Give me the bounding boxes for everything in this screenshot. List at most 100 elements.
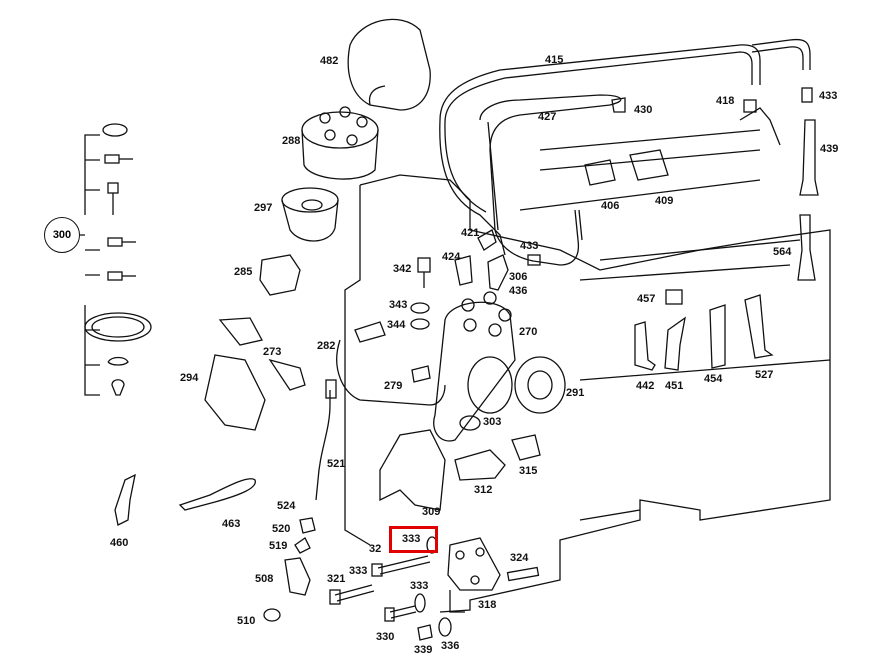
label-288: 288	[282, 135, 301, 147]
part-315	[511, 434, 541, 461]
label-333-lower: 333	[410, 580, 429, 592]
washer-344	[410, 318, 430, 330]
label-510: 510	[237, 615, 256, 627]
part-442	[634, 321, 656, 371]
label-415: 415	[545, 54, 564, 66]
washer-343	[410, 302, 430, 314]
label-433-mid: 433	[520, 240, 539, 252]
label-439: 439	[820, 143, 839, 155]
label-273: 273	[263, 346, 282, 358]
label-418: 418	[716, 95, 735, 107]
part-294	[204, 317, 266, 431]
label-282: 282	[317, 340, 336, 352]
label-508: 508	[255, 573, 274, 585]
distributor-270	[433, 301, 516, 442]
part-457	[665, 289, 683, 305]
label-343: 343	[389, 299, 408, 311]
label-454: 454	[704, 373, 723, 385]
cable-tie-463	[178, 478, 256, 511]
label-463: 463	[222, 518, 241, 530]
label-294: 294	[180, 372, 199, 384]
part-285	[259, 254, 301, 296]
tube-427	[479, 94, 622, 266]
part-279	[411, 365, 431, 383]
label-442: 442	[636, 380, 655, 392]
part-527	[744, 294, 774, 359]
label-324: 324	[510, 552, 529, 564]
part-454	[709, 304, 726, 369]
label-519: 519	[269, 540, 288, 552]
part-433-right	[801, 87, 813, 103]
label-520: 520	[272, 523, 291, 535]
washer-336	[438, 617, 452, 637]
cap-482	[347, 18, 431, 111]
clip-460	[114, 473, 136, 526]
label-424: 424	[442, 251, 461, 263]
part-564	[797, 214, 816, 281]
label-436: 436	[509, 285, 528, 297]
cap-288	[301, 111, 379, 149]
stud-324	[506, 566, 540, 582]
part-312	[454, 449, 506, 481]
part-409	[629, 149, 669, 181]
label-333-bolt: 333	[349, 565, 368, 577]
part-418	[743, 99, 757, 113]
label-303: 303	[483, 416, 502, 428]
label-564: 564	[773, 246, 792, 258]
part-508	[284, 557, 311, 596]
part-430	[611, 97, 626, 113]
label-342: 342	[393, 263, 412, 275]
housing-309	[379, 429, 446, 511]
label-482: 482	[320, 55, 339, 67]
label-427: 427	[538, 111, 557, 123]
part-306	[487, 254, 509, 291]
label-312: 312	[474, 484, 493, 496]
label-344: 344	[387, 319, 406, 331]
wire-282	[336, 339, 446, 406]
part-451	[664, 316, 686, 371]
part-520	[299, 517, 316, 534]
part-406	[584, 159, 616, 186]
nut-339	[417, 624, 433, 641]
part-519	[294, 537, 311, 554]
group-badge-300[interactable]: 300	[44, 217, 80, 253]
part-342	[417, 257, 431, 273]
label-409: 409	[655, 195, 674, 207]
label-521: 521	[327, 458, 346, 470]
label-451: 451	[665, 380, 684, 392]
label-421: 421	[461, 227, 480, 239]
label-279: 279	[384, 380, 403, 392]
label-457: 457	[637, 293, 656, 305]
part-424	[454, 255, 473, 286]
label-430: 430	[634, 104, 653, 116]
group-badge-label: 300	[52, 229, 72, 241]
label-527: 527	[755, 369, 774, 381]
highlight-box-333[interactable]	[389, 526, 438, 553]
label-291: 291	[566, 387, 585, 399]
label-406: 406	[601, 200, 620, 212]
engine-block-outline	[359, 174, 831, 613]
label-32: 32	[369, 543, 382, 555]
part-510	[263, 608, 281, 622]
label-524: 524	[277, 500, 296, 512]
label-318: 318	[478, 599, 497, 611]
gasket-318	[447, 537, 501, 591]
bolt-321	[334, 584, 375, 602]
label-321: 321	[327, 573, 346, 585]
label-309: 309	[422, 506, 441, 518]
part-439	[799, 119, 819, 196]
bolt-333	[377, 555, 431, 575]
label-297: 297	[254, 202, 273, 214]
part-303	[459, 415, 481, 431]
part-291	[514, 356, 566, 414]
label-315: 315	[519, 465, 538, 477]
label-339: 339	[414, 644, 433, 656]
part-421	[477, 229, 497, 251]
part-433-mid	[527, 254, 541, 266]
label-270: 270	[519, 326, 538, 338]
label-330: 330	[376, 631, 395, 643]
label-460: 460	[110, 537, 129, 549]
label-433-top: 433	[819, 90, 838, 102]
